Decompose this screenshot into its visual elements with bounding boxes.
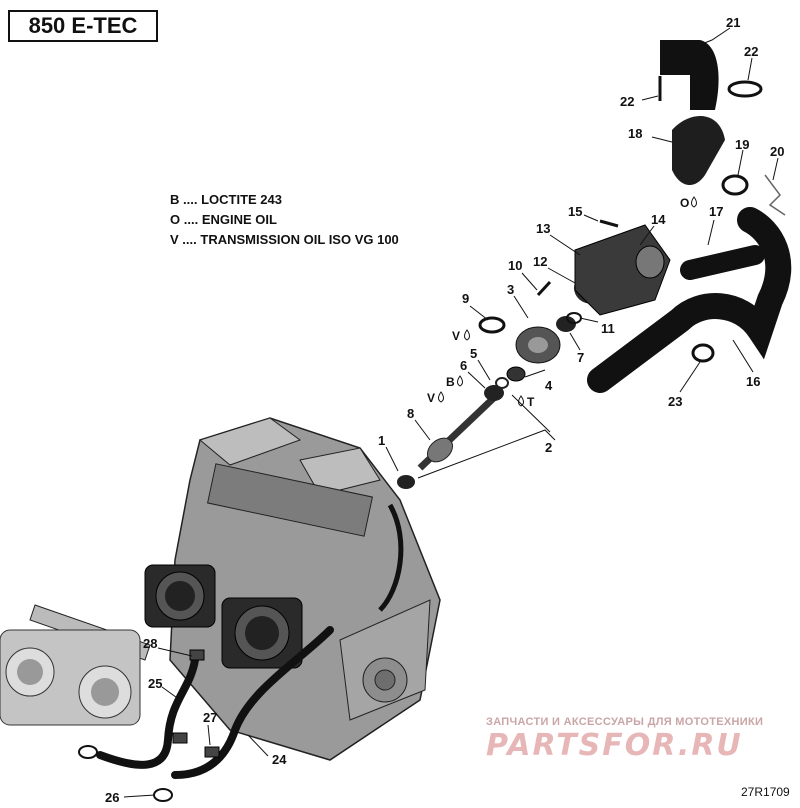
- callout-27: 27: [203, 710, 217, 725]
- callout-5: 5: [470, 346, 477, 361]
- callouts: 1 2 3 4 5 6 7 8 9 10 11 12 13 14 15 16 1…: [105, 15, 784, 805]
- legend-item-b: B .... LOCTITE 243: [170, 192, 283, 207]
- part-21-hose: [660, 40, 719, 110]
- throttle-body-assembly: [0, 629, 141, 726]
- callout-12: 12: [533, 254, 547, 269]
- symbol-o-19: O: [680, 196, 689, 210]
- clamp-27-right: [204, 746, 220, 758]
- callout-24: 24: [272, 752, 287, 767]
- clamp-26-upper: [153, 788, 173, 802]
- callout-16: 16: [746, 374, 760, 389]
- callout-26: 26: [105, 790, 119, 805]
- callout-13: 13: [536, 221, 550, 236]
- part-10-screw: [536, 280, 552, 297]
- part-5-washer: [495, 377, 509, 389]
- symbol-v-9: V: [452, 329, 460, 343]
- watermark-tagline: ЗАПЧАСТИ И АКСЕССУАРЫ ДЛЯ МОТОТЕХНИКИ: [486, 716, 764, 728]
- hose-16: [587, 207, 792, 393]
- part-19-clamp: [721, 174, 749, 196]
- callout-7: 7: [577, 350, 584, 365]
- callout-22-clip: 22: [620, 94, 634, 109]
- engine-throttle-body-right: [221, 597, 303, 669]
- part-7-seal: [556, 316, 576, 332]
- part-15-bolt: [599, 219, 619, 228]
- callout-6: 6: [460, 358, 467, 373]
- callout-9: 9: [462, 291, 469, 306]
- hose-17: [680, 245, 765, 280]
- symbol-t-4: T: [527, 395, 535, 409]
- symbol-v-8: V: [427, 391, 435, 405]
- callout-21: 21: [726, 15, 740, 30]
- part-4-seal: [506, 366, 526, 382]
- part-6-bearing: [484, 385, 504, 401]
- hose-25: [96, 656, 199, 769]
- callout-15: 15: [568, 204, 582, 219]
- callout-4: 4: [545, 378, 553, 393]
- part-1-seal: [397, 475, 415, 489]
- drop-icon: [464, 329, 470, 341]
- watermark-logo: PARTSFOR.RU: [486, 728, 743, 763]
- callout-20: 20: [770, 144, 784, 159]
- callout-3: 3: [507, 282, 514, 297]
- part-22-clamp-ring: [727, 80, 763, 98]
- part-23-clamp: [691, 343, 715, 363]
- part-13-14-pump-cover: [574, 224, 671, 316]
- clamp-27-left: [172, 732, 188, 744]
- callout-25: 25: [148, 676, 162, 691]
- lubricant-symbols: V B V T O: [427, 196, 697, 409]
- diagram-title: 850 E-TEC: [8, 10, 158, 42]
- leader-lines: [123, 27, 779, 798]
- drop-icon: [518, 395, 524, 407]
- part-8-shaft-gear: [417, 389, 503, 471]
- legend: B .... LOCTITE 243 O .... ENGINE OIL V .…: [170, 190, 399, 250]
- callout-14: 14: [651, 212, 666, 227]
- callout-11: 11: [601, 321, 615, 336]
- callout-8: 8: [407, 406, 414, 421]
- hose-24: [171, 626, 334, 779]
- symbol-b-6: B: [446, 375, 455, 389]
- part-18-elbow: [672, 116, 725, 186]
- hose-engine-side: [378, 503, 404, 612]
- callout-17: 17: [709, 204, 723, 219]
- callout-10: 10: [508, 258, 522, 273]
- callout-1: 1: [378, 433, 385, 448]
- callout-19: 19: [735, 137, 749, 152]
- diagram-reference-code: 27R1709: [741, 785, 790, 799]
- clamp-28: [189, 649, 205, 661]
- part-20-spring-clip: [764, 174, 786, 216]
- clamp-26-lower: [78, 745, 98, 759]
- callout-2: 2: [545, 440, 552, 455]
- callout-23: 23: [668, 394, 682, 409]
- callout-28: 28: [143, 636, 157, 651]
- legend-item-o: O .... ENGINE OIL: [170, 212, 277, 227]
- drop-icon: [438, 391, 444, 403]
- callout-22-ring: 22: [744, 44, 758, 59]
- part-9-oring: [478, 316, 506, 334]
- legend-item-v: V .... TRANSMISSION OIL ISO VG 100: [170, 232, 399, 247]
- drop-icon: [691, 196, 697, 208]
- drop-icon: [457, 375, 463, 387]
- part-3-impeller-housing: [515, 326, 561, 364]
- engine-block: [169, 417, 441, 761]
- callout-18: 18: [628, 126, 642, 141]
- engine-throttle-body-left: [144, 564, 216, 628]
